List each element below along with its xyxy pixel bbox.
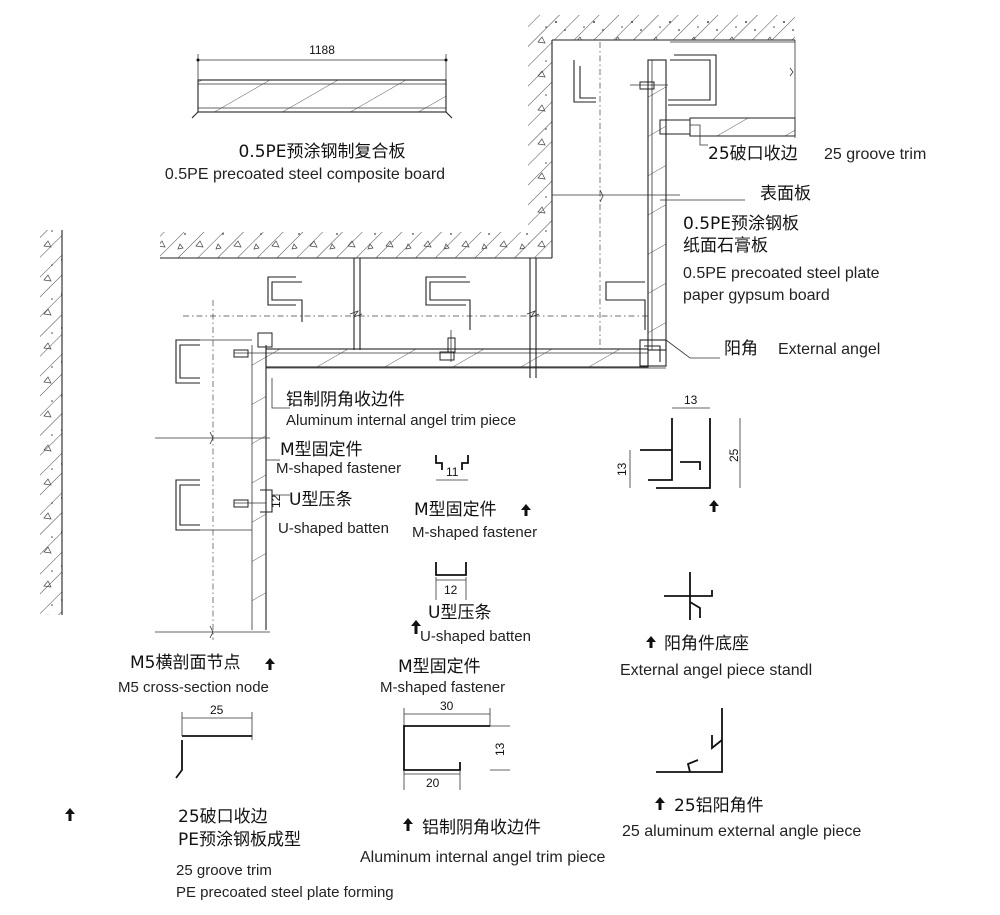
groove-trim-top-zh: 25破口收边 (708, 144, 798, 164)
up-arrow-icon (411, 620, 421, 634)
external-angle-zh: 阳角 (724, 339, 758, 359)
pe-forming-zh: PE预涂钢板成型 (178, 830, 301, 850)
u-batten-zh: U型压条 (289, 490, 352, 510)
m-fastener-en: M-shaped fastener (276, 460, 401, 477)
m-fastener-zh: M型固定件 (280, 440, 363, 460)
u-batten2-en: U-shaped batten (420, 628, 531, 645)
pe-forming-en: PE precoated steel plate forming (176, 884, 394, 901)
node-zh: M5横剖面节点 (130, 653, 240, 673)
steel-plate-en: 0.5PE precoated steel plate (683, 265, 880, 282)
up-arrow-icon (403, 818, 413, 831)
dim-13-channel: 13 (493, 742, 507, 756)
up-arrow-icon (521, 504, 531, 516)
composite-board-label-en: 0.5PE precoated steel composite board (165, 166, 445, 183)
u-batten2-zh: U型压条 (428, 603, 491, 623)
dim-30: 30 (440, 699, 454, 713)
dim-12: 12 (444, 583, 458, 597)
gypsum-en: paper gypsum board (683, 287, 830, 304)
internal-trim2-en: Aluminum internal angel trim piece (360, 849, 606, 866)
internal-trim-en: Aluminum internal angel trim piece (286, 412, 516, 429)
external-base-detail (664, 572, 713, 620)
channel-trim-detail (403, 708, 510, 790)
groove-trim-en: 25 groove trim (176, 862, 272, 879)
leader-lines (266, 124, 745, 496)
m-fastener3-en: M-shaped fastener (380, 679, 505, 696)
composite-board-section (191, 54, 453, 119)
dim-25-right: 25 (727, 448, 741, 462)
node-en: M5 cross-section node (118, 679, 269, 696)
u-batten-en: U-shaped batten (278, 520, 389, 537)
dim-1188: 1188 (309, 43, 335, 57)
alu-angle-en: 25 aluminum external angle piece (622, 823, 861, 840)
dim-25-trim: 25 (210, 703, 224, 717)
up-arrow-icon (646, 636, 656, 648)
alu-angle-zh: 25铝阳角件 (674, 796, 764, 816)
ext-base-en: External angel piece standl (620, 662, 812, 679)
alu-angle-detail (656, 708, 723, 773)
dim-13-top: 13 (684, 393, 698, 407)
dim-11: 11 (446, 465, 459, 479)
gypsum-zh: 纸面石膏板 (683, 235, 768, 256)
up-arrow-icon (265, 658, 275, 670)
dim-13-left: 13 (615, 462, 629, 476)
up-arrow-icon (655, 797, 665, 810)
groove-trim-detail (175, 712, 253, 779)
horizontal-panel-section (183, 258, 666, 378)
dim-12-main: 12 (269, 494, 283, 508)
concrete-wall (40, 15, 795, 615)
internal-trim-zh: 铝制阴角收边件 (286, 390, 405, 410)
groove-trim-zh: 25破口收边 (178, 807, 268, 827)
groove-trim-top-en: 25 groove trim (824, 146, 926, 163)
u-batten-detail (435, 562, 467, 600)
m-fastener3-zh: M型固定件 (398, 657, 481, 677)
up-arrow-icon (65, 808, 75, 821)
up-arrow-icon (709, 500, 719, 512)
m-fastener2-zh: M型固定件 (414, 500, 497, 520)
internal-trim2-zh: 铝制阴角收边件 (422, 818, 541, 838)
ext-base-zh: 阳角件底座 (664, 634, 749, 654)
surface-board-zh: 表面板 (760, 184, 811, 204)
left-panel-section (155, 300, 273, 640)
m-fastener-detail (435, 455, 469, 481)
external-angle-detail (629, 407, 741, 489)
steel-plate-zh: 0.5PE预涂钢板 (683, 214, 799, 234)
m-fastener2-en: M-shaped fastener (412, 524, 537, 541)
composite-board-label-zh: 0.5PE预涂钢制复合板 (238, 142, 405, 162)
right-panel-section (552, 40, 796, 367)
external-angle-en: External angel (778, 341, 880, 358)
dim-20: 20 (426, 776, 440, 790)
